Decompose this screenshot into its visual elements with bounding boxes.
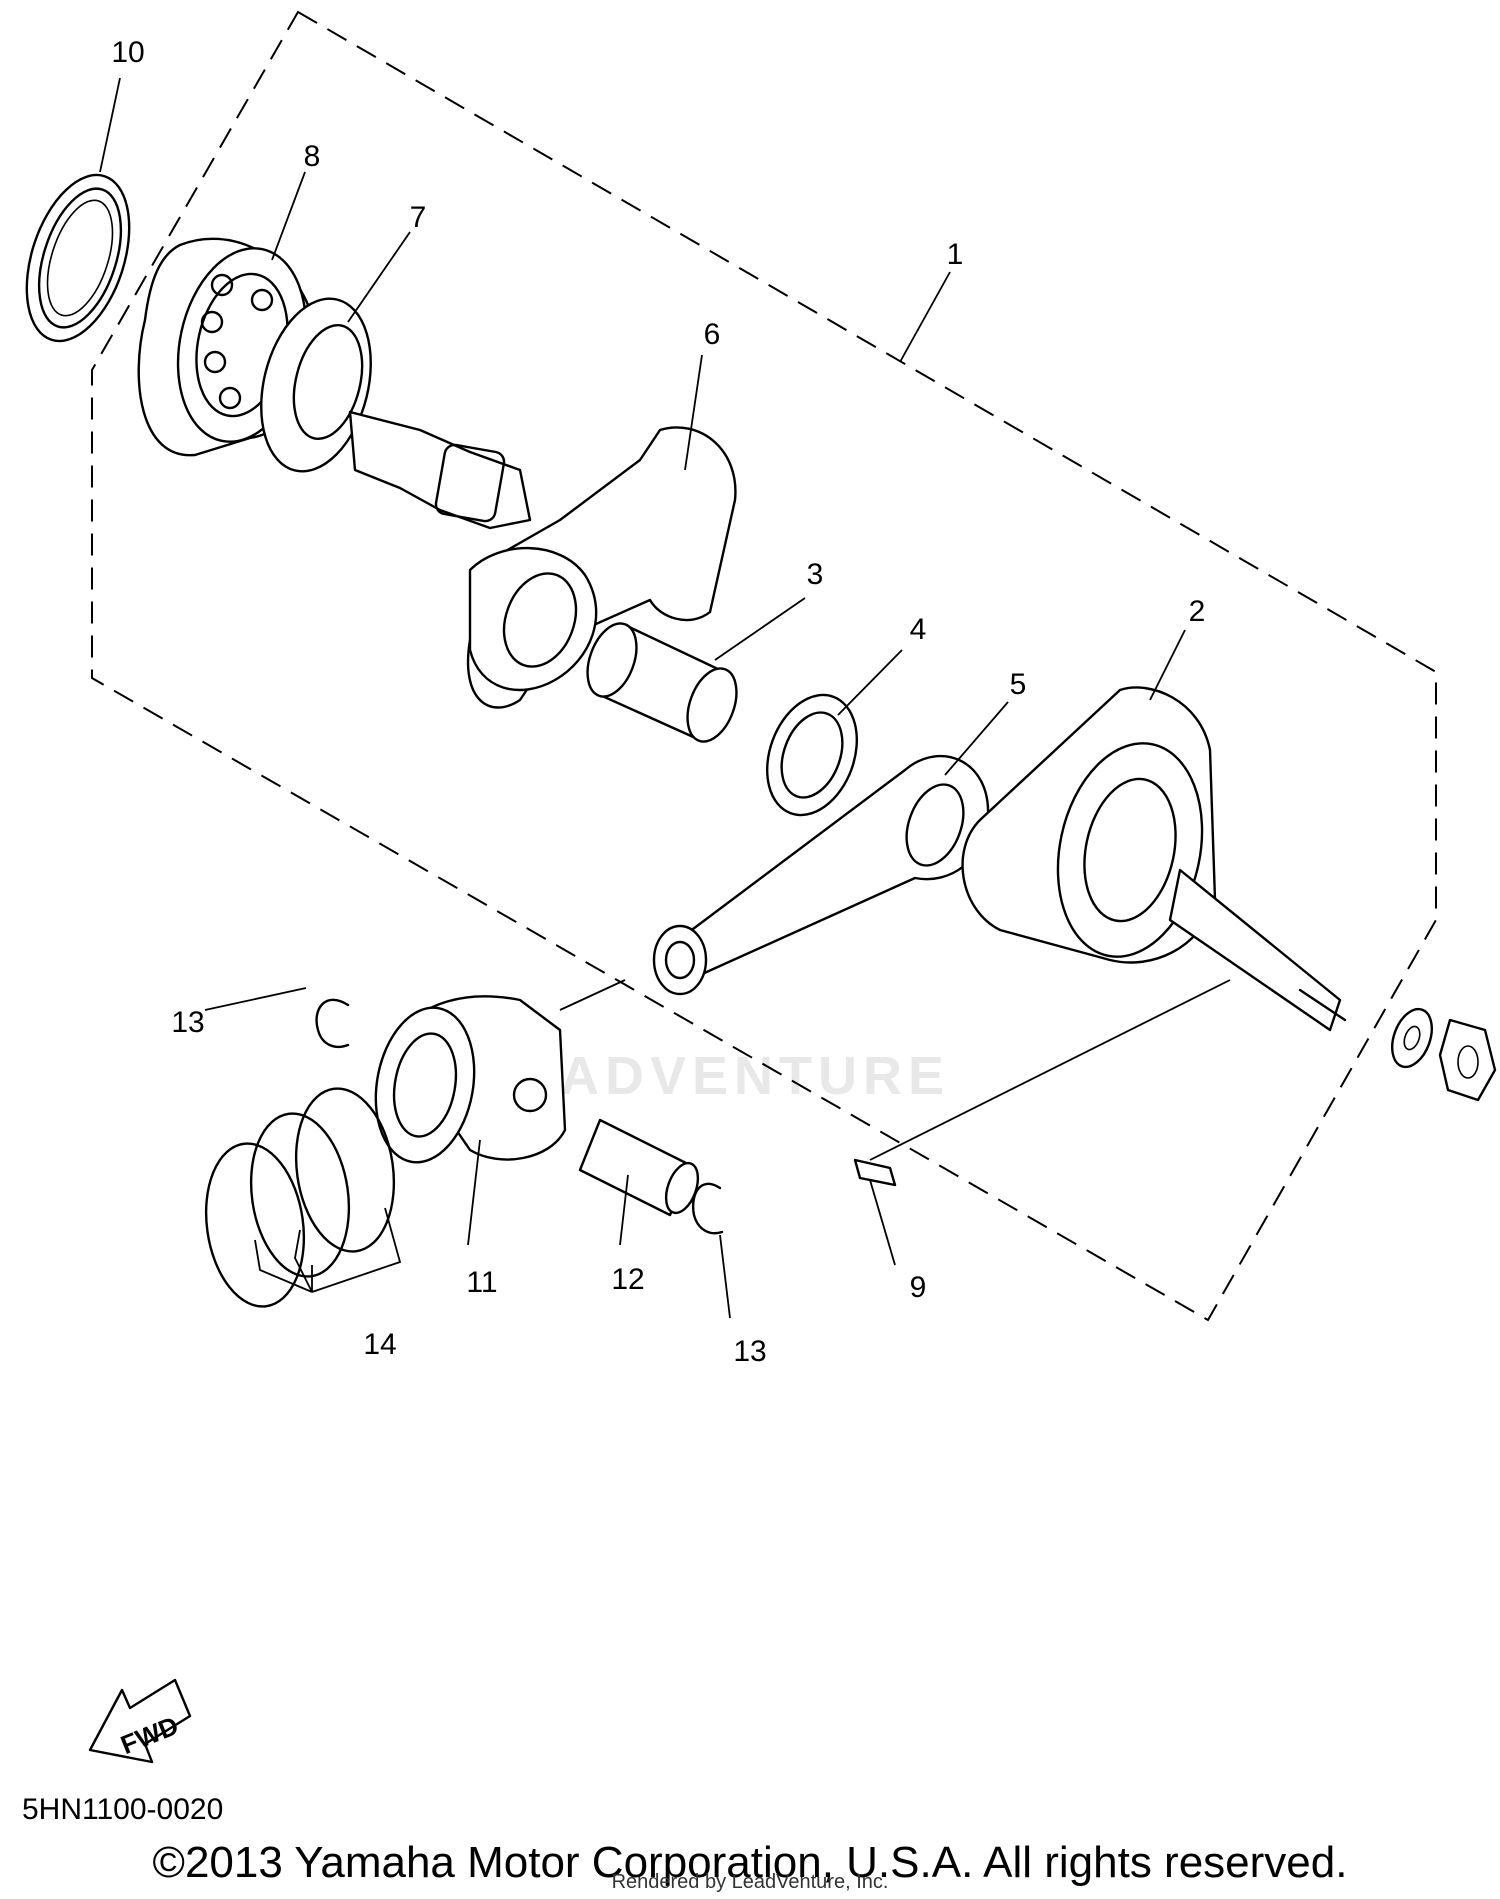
callout-9: 9 [909, 1271, 927, 1304]
fwd-arrow-icon [88, 1678, 192, 1764]
rendered-by-note: Rendered by LeadVenture, Inc. [611, 1871, 889, 1893]
part-14-piston-rings [204, 1087, 396, 1308]
part-6-crank-left [348, 410, 737, 709]
callout-1: 1 [946, 238, 964, 271]
part-5-connecting-rod [652, 754, 990, 996]
part-12-piston-pin [578, 1118, 700, 1217]
part-13-circlip-upper [315, 998, 350, 1049]
callout-12: 12 [611, 1263, 645, 1296]
part-11-piston [374, 995, 567, 1164]
callout-11: 11 [466, 1266, 498, 1299]
diagram-code: 5HN1100-0020 [22, 1793, 224, 1826]
part-7-spacer [260, 297, 372, 473]
part-13-circlip-lower [691, 1182, 724, 1235]
callout-14: 14 [363, 1328, 397, 1361]
callout-4: 4 [909, 613, 927, 646]
leader-lines [99, 77, 1231, 1319]
callout-5: 5 [1009, 668, 1027, 701]
part-4-needle-bearing [765, 693, 859, 817]
assembly-boundary [91, 10, 1437, 1322]
watermark: ADVENTURE [560, 1046, 951, 1106]
part-3-crank-pin [586, 622, 738, 743]
callout-10: 10 [111, 36, 145, 69]
copyright-notice: ©2013 Yamaha Motor Corporation, U.S.A. A… [152, 1838, 1348, 1887]
part-10-oil-seal [25, 173, 131, 343]
part-2-crank-right [961, 686, 1347, 1032]
callout-7: 7 [409, 201, 427, 234]
callout-3: 3 [806, 558, 824, 591]
part-9-woodruff-key [853, 1158, 897, 1187]
callout-13-upper: 13 [171, 1006, 205, 1039]
callout-8: 8 [303, 140, 321, 173]
callout-2: 2 [1188, 595, 1206, 628]
callout-6: 6 [703, 318, 721, 351]
callout-13-lower: 13 [733, 1335, 767, 1368]
washer-and-nut [1391, 1007, 1497, 1102]
